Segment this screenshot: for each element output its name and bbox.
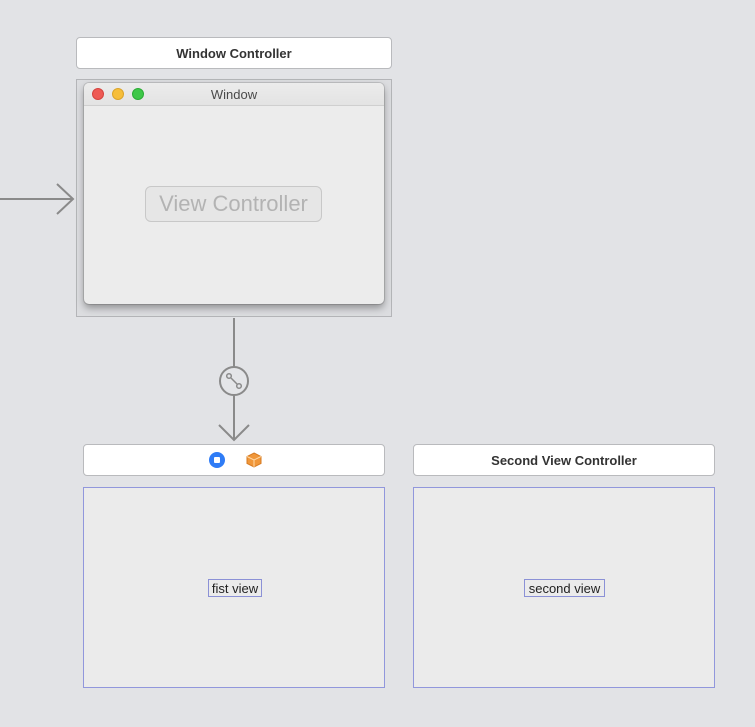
- relationship-segue[interactable]: [218, 318, 250, 442]
- window-preview[interactable]: Window View Controller: [84, 83, 384, 304]
- window-controller-title-label: Window Controller: [176, 45, 292, 61]
- window-controller-scene-title[interactable]: Window Controller: [76, 37, 392, 69]
- window-titlebar: Window: [84, 83, 384, 106]
- second-view-controller-scene-title[interactable]: Second View Controller: [413, 444, 715, 476]
- second-view-canvas[interactable]: second view: [413, 487, 715, 688]
- view-controller-placeholder: View Controller: [145, 186, 322, 222]
- first-scene-dock[interactable]: [83, 444, 385, 476]
- segue-icon[interactable]: [219, 366, 249, 396]
- first-responder-icon[interactable]: [209, 452, 225, 468]
- window-title: Window: [210, 87, 258, 102]
- minimize-icon: [112, 88, 124, 100]
- second-view-controller-title-label: Second View Controller: [491, 452, 637, 468]
- first-view-label[interactable]: fist view: [208, 579, 262, 597]
- zoom-icon: [132, 88, 144, 100]
- first-view-canvas[interactable]: fist view: [83, 487, 385, 688]
- initial-controller-arrow[interactable]: [0, 183, 75, 215]
- close-icon: [92, 88, 104, 100]
- second-view-label[interactable]: second view: [524, 579, 605, 597]
- view-controller-cube-icon[interactable]: [246, 452, 262, 468]
